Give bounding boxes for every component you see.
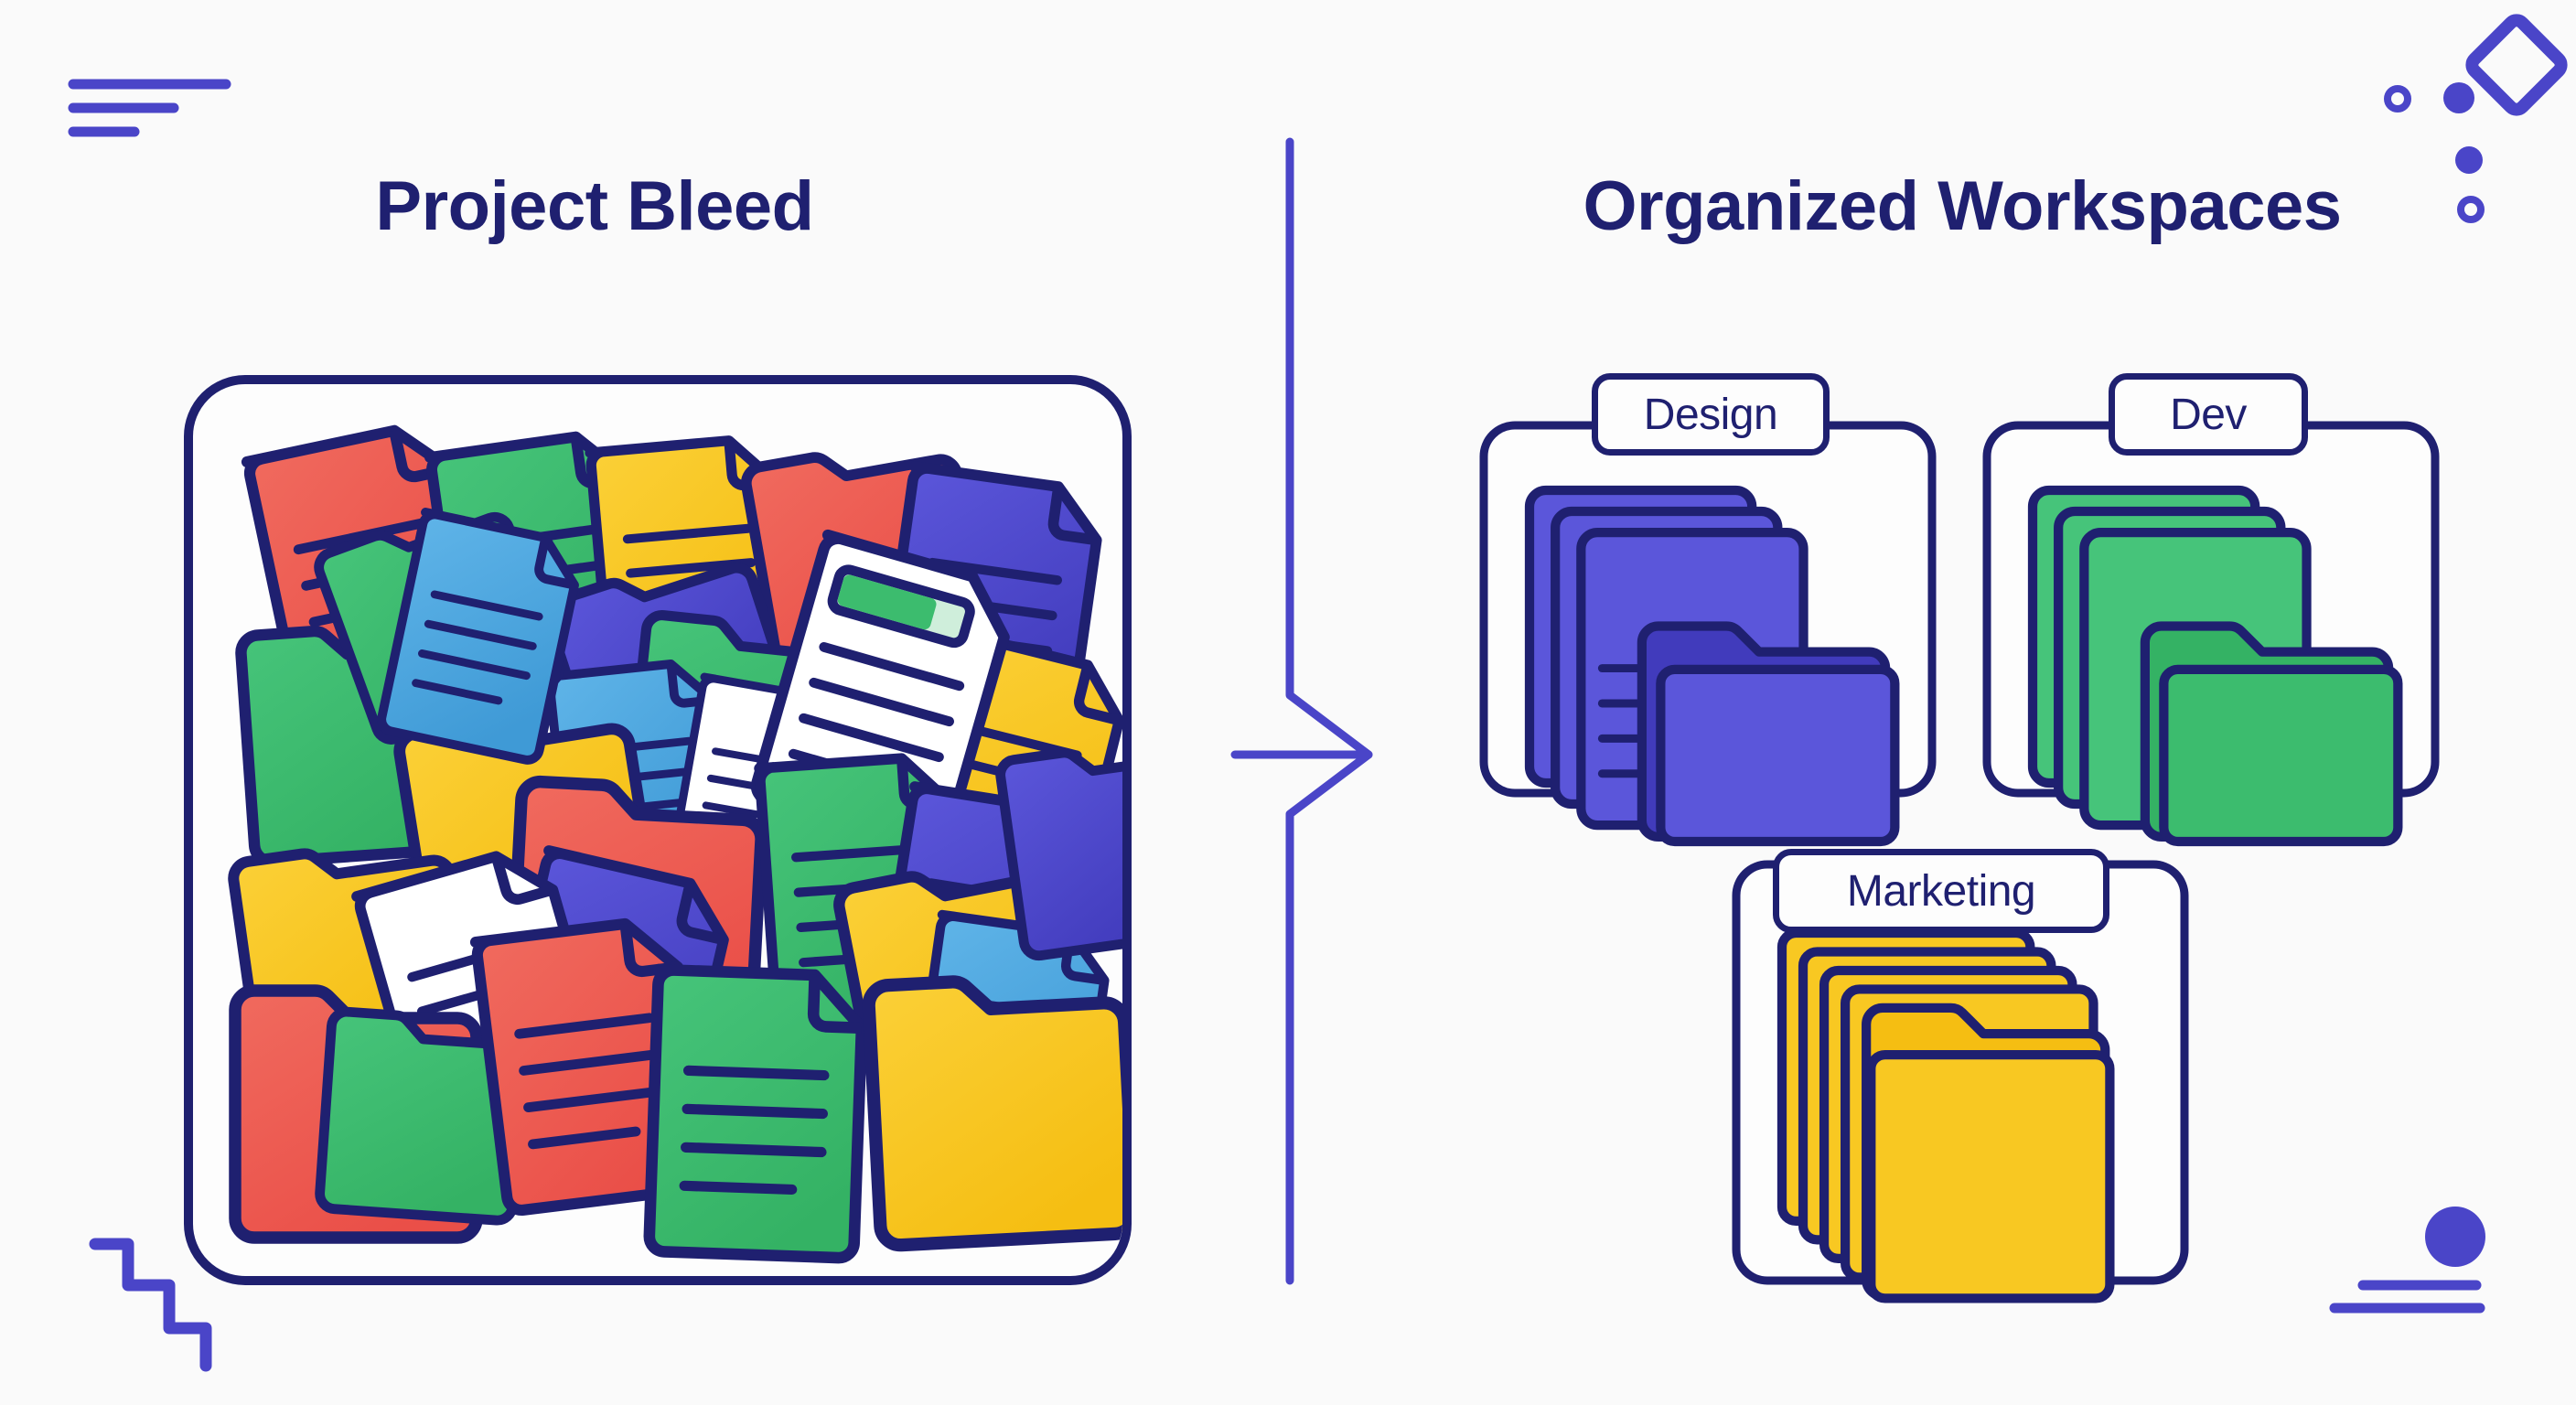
chaos-contents (231, 421, 1218, 1259)
decoration-top-left (68, 79, 231, 137)
workspace-label-dev[interactable]: Dev (2109, 373, 2308, 456)
workspace-card-dev[interactable] (1982, 421, 2440, 847)
folder-yellow-5 (868, 973, 1136, 1247)
decoration-bottom-left (89, 1238, 212, 1372)
workspace-card-marketing[interactable] (1732, 860, 2189, 1303)
chaotic-file-pile (184, 375, 1218, 1285)
workspace-label-design[interactable]: Design (1592, 373, 1830, 456)
doc-green-5 (649, 970, 864, 1259)
page-title-left: Project Bleed (375, 167, 814, 245)
folder-stack-dev (2027, 485, 2403, 847)
workspace-card-design[interactable] (1479, 421, 1937, 847)
workspace-label-marketing[interactable]: Marketing (1773, 849, 2109, 933)
folder-stack-design (1524, 485, 1900, 847)
folder-stack-marketing (1776, 928, 2115, 1303)
decoration-bottom-right (2329, 1207, 2485, 1314)
folder-blue-extra (999, 735, 1218, 958)
decoration-top-right (2384, 14, 2568, 223)
page-title-right: Organized Workspaces (1583, 167, 2342, 245)
chevron-divider (1230, 137, 1373, 1285)
